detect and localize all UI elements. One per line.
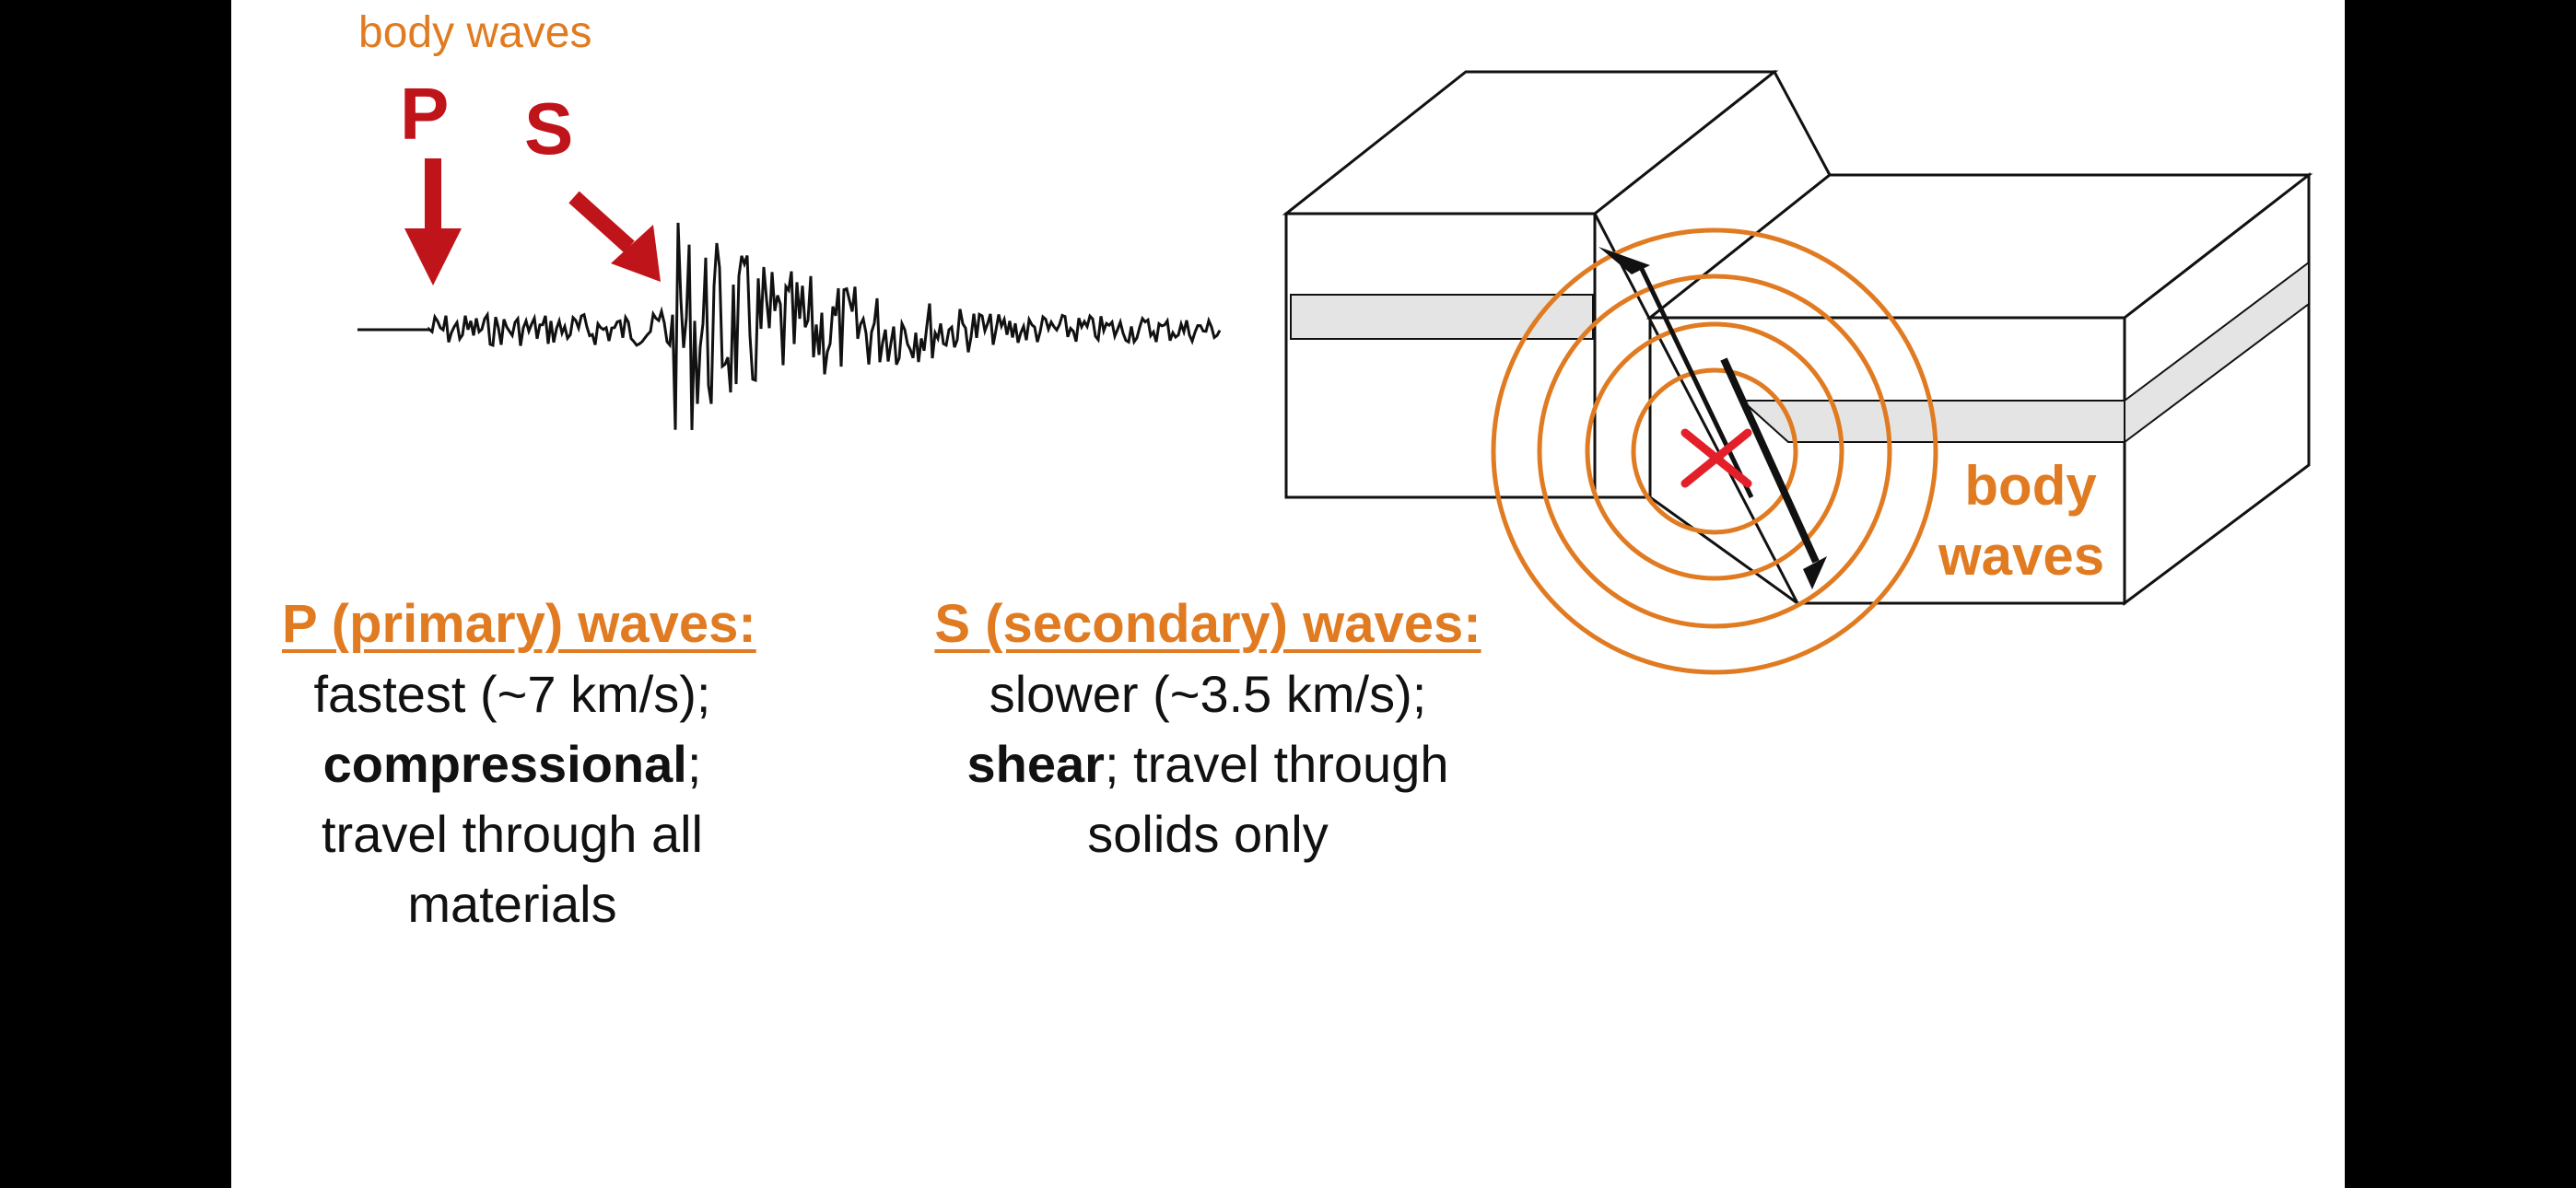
left-letterbox <box>0 0 231 1188</box>
slip-arrow-up <box>1638 265 1754 499</box>
s-waves-description: S (secondary) waves: slower (~3.5 km/s);… <box>895 589 1521 869</box>
left-block-front <box>1284 212 1597 499</box>
right-block-side <box>2123 171 2311 606</box>
s-arrow <box>568 191 661 282</box>
seismic-diagram <box>357 69 2313 675</box>
left-gray-layer <box>1290 294 1594 340</box>
right-side-gray-layer <box>2124 261 2310 444</box>
seismogram <box>357 222 1222 430</box>
p-waves-line-2: compressional; <box>322 735 702 793</box>
wave-ring-1 <box>1631 367 1798 535</box>
s-waves-heading: S (secondary) waves: <box>934 594 1481 654</box>
wave-rings <box>1491 227 1938 675</box>
right-letterbox <box>2345 0 2576 1188</box>
seismogram-trace <box>427 222 1222 430</box>
fault-block <box>1282 69 2313 606</box>
fault-body-waves-label: body waves <box>1938 451 2104 591</box>
slip-arrows <box>1598 247 1827 589</box>
seismogram-body-waves-label: body waves <box>358 8 592 57</box>
wave-ring-4 <box>1491 227 1938 675</box>
p-arrow <box>404 158 462 285</box>
fault-line <box>1593 213 1799 604</box>
p-waves-description: P (primary) waves: fastest (~7 km/s); co… <box>282 589 756 939</box>
fault-label-line-1: body <box>1964 455 2097 517</box>
s-waves-bold-term: shear <box>966 735 1105 793</box>
wave-ring-3 <box>1537 274 1892 629</box>
p-waves-line-3: travel through all <box>321 805 703 863</box>
slide: body waves P S body waves P (primary) wa… <box>231 0 2345 1188</box>
slip-arrow-down <box>1720 357 1820 564</box>
p-waves-line-4: materials <box>407 875 617 933</box>
wave-ring-2 <box>1585 321 1844 581</box>
p-waves-bold-term: compressional <box>322 735 687 793</box>
s-waves-line-1: slower (~3.5 km/s); <box>989 665 1427 723</box>
fault-label-line-2: waves <box>1938 525 2105 587</box>
focus-marker <box>1680 428 1752 488</box>
s-waves-line-3: solids only <box>1087 805 1329 863</box>
p-marker-label: P <box>400 73 450 155</box>
p-waves-heading: P (primary) waves: <box>282 594 756 654</box>
p-waves-line-1: fastest (~7 km/s); <box>313 665 711 723</box>
s-waves-line-2: shear; travel through <box>966 735 1449 793</box>
s-marker-label: S <box>524 87 574 169</box>
